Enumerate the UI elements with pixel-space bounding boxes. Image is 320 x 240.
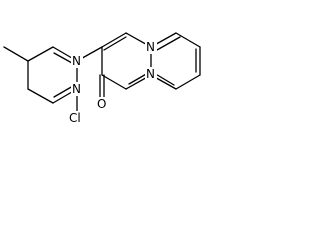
label-bg xyxy=(95,97,109,111)
atom-n-bridgehead: N xyxy=(146,40,155,54)
atom-n-quinoxaline-bottom: N xyxy=(72,82,81,96)
label-bg xyxy=(68,111,88,125)
bond xyxy=(3,46,29,62)
bond xyxy=(156,36,181,51)
label-bg xyxy=(145,67,157,81)
pyrimidinone-ring xyxy=(99,32,152,99)
bond xyxy=(153,72,175,86)
atom-n-pyrimidine: N xyxy=(146,67,155,81)
pyridine-ring xyxy=(150,32,201,90)
label-bg xyxy=(71,82,83,96)
bond xyxy=(175,32,201,48)
bond xyxy=(27,46,54,62)
bond xyxy=(101,32,127,48)
label-bg xyxy=(145,40,157,54)
bond xyxy=(103,36,127,51)
bond xyxy=(27,88,54,104)
atom-o-carbonyl: O xyxy=(97,97,106,111)
bond xyxy=(128,72,149,85)
atom-cl: Cl xyxy=(69,111,81,125)
pyrazine-ring xyxy=(27,46,78,113)
benzene-ring xyxy=(3,46,29,62)
bond xyxy=(53,85,74,98)
label-bg xyxy=(71,54,83,68)
bond xyxy=(101,74,127,90)
atom-n-quinoxaline-top: N xyxy=(72,54,81,68)
bond xyxy=(53,52,73,64)
chemical-structure-diagram: N N O N N Cl xyxy=(3,32,201,125)
bond xyxy=(175,74,201,90)
